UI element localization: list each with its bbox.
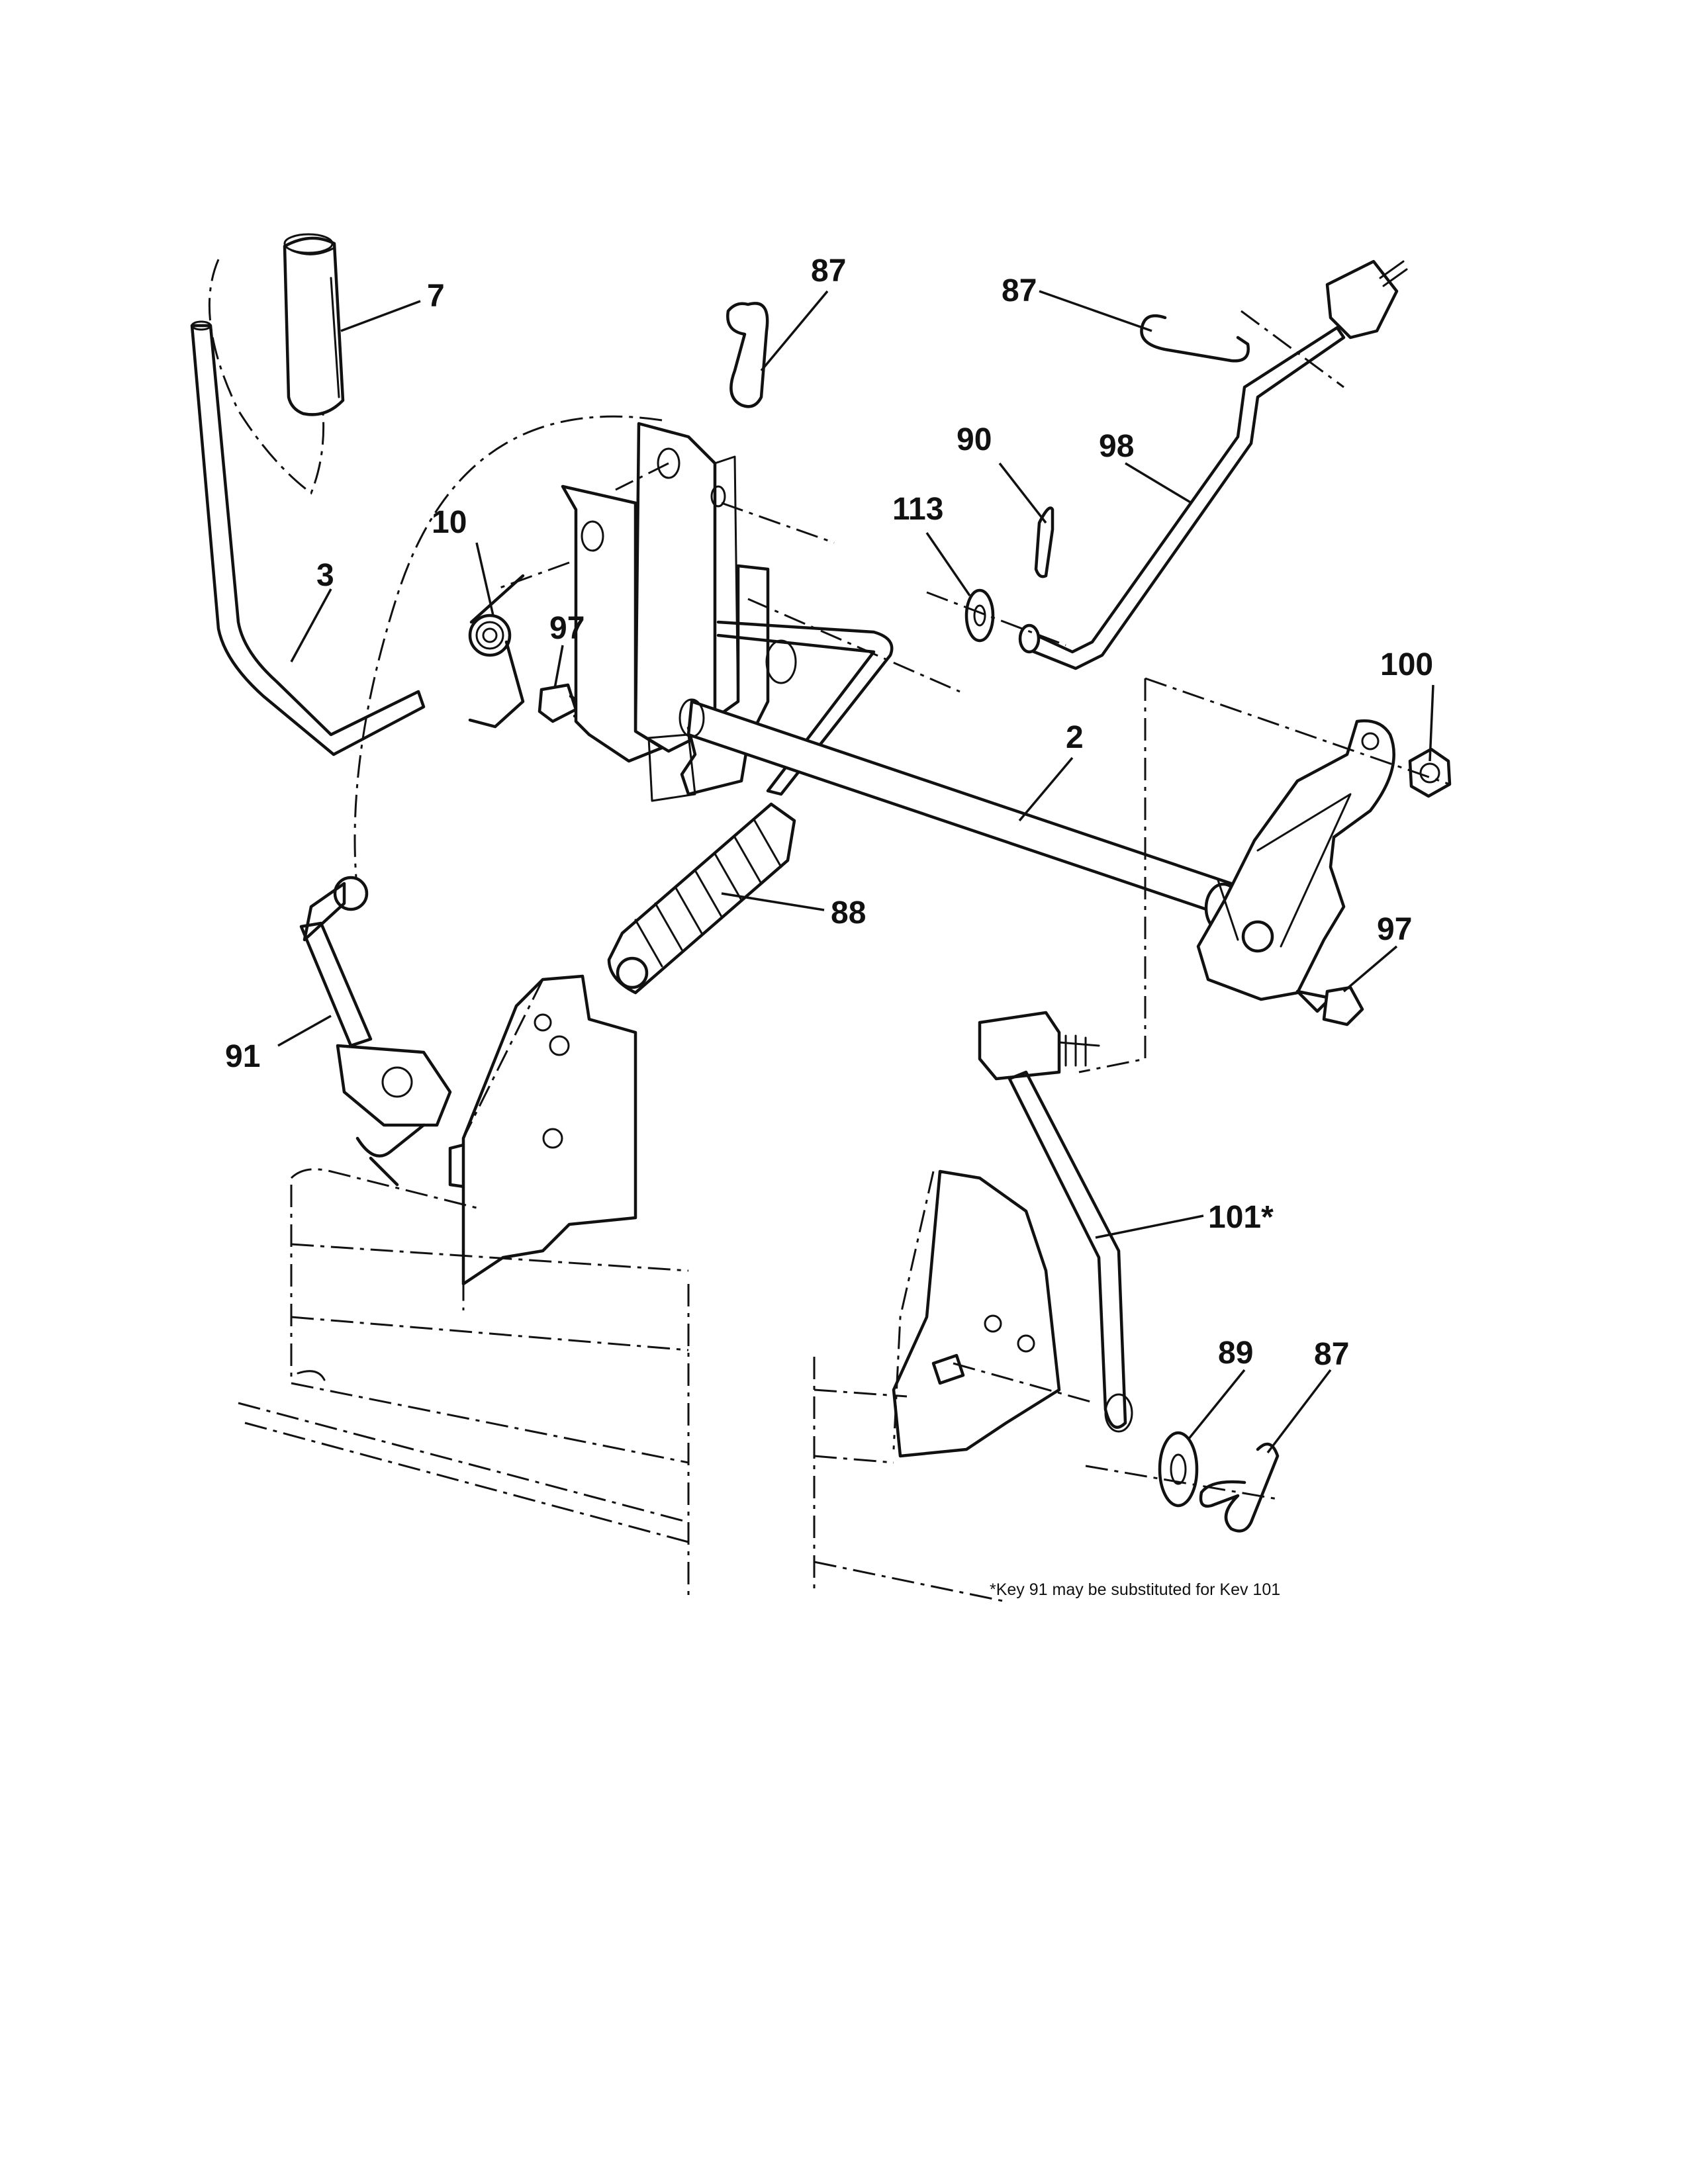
washer-lower [1158,1431,1199,1508]
lift-arm-right [1196,719,1395,1001]
deck-hanger-right [892,1169,1061,1458]
callout-89: 89 [1218,1336,1253,1371]
callout-97-lower: 97 [1377,912,1412,947]
extension-spring [607,802,796,995]
torsion-spring [468,574,525,729]
deck-hanger-left [461,974,637,1310]
callout-87-upper-right: 87 [1002,273,1037,308]
callout-7: 7 [427,279,445,314]
callout-2: 2 [1066,720,1084,755]
callout-87-upper-left: 87 [811,253,846,289]
link-rod-alt [978,1011,1133,1433]
callout-88: 88 [831,895,866,931]
callout-97-upper: 97 [549,611,585,646]
hairpin-clip-upper-left [726,302,769,408]
wire-link [716,620,894,796]
alignment-lines [496,310,1450,1500]
callout-101: 101* [1208,1200,1274,1235]
adjuster-rod [1018,259,1408,670]
callout-90: 90 [957,422,992,457]
callout-113: 113 [892,492,943,527]
handle-grip [283,233,345,416]
grip-phantom-line [208,259,325,495]
handle-phantom-arc [353,415,663,894]
bolt-lower [1295,985,1364,1026]
callout-91: 91 [225,1039,260,1074]
link-rod [299,876,492,1190]
callout-3: 3 [316,558,334,593]
deck-right [813,1357,1007,1603]
callout-100: 100 [1380,647,1433,682]
lift-handle [190,320,426,756]
cotter-pin [1034,506,1055,578]
deck-left [238,1168,690,1595]
footnote: *Key 91 may be substituted for Kev 101 [990,1580,1280,1599]
leader-lines [277,290,1434,1454]
washer-upper [964,588,995,643]
callout-87-lower: 87 [1314,1337,1349,1372]
hairpin-clip-lower [1199,1442,1280,1533]
callout-10: 10 [432,505,467,540]
callout-98: 98 [1099,429,1134,464]
hairpin-clip-upper-right [1140,314,1250,363]
